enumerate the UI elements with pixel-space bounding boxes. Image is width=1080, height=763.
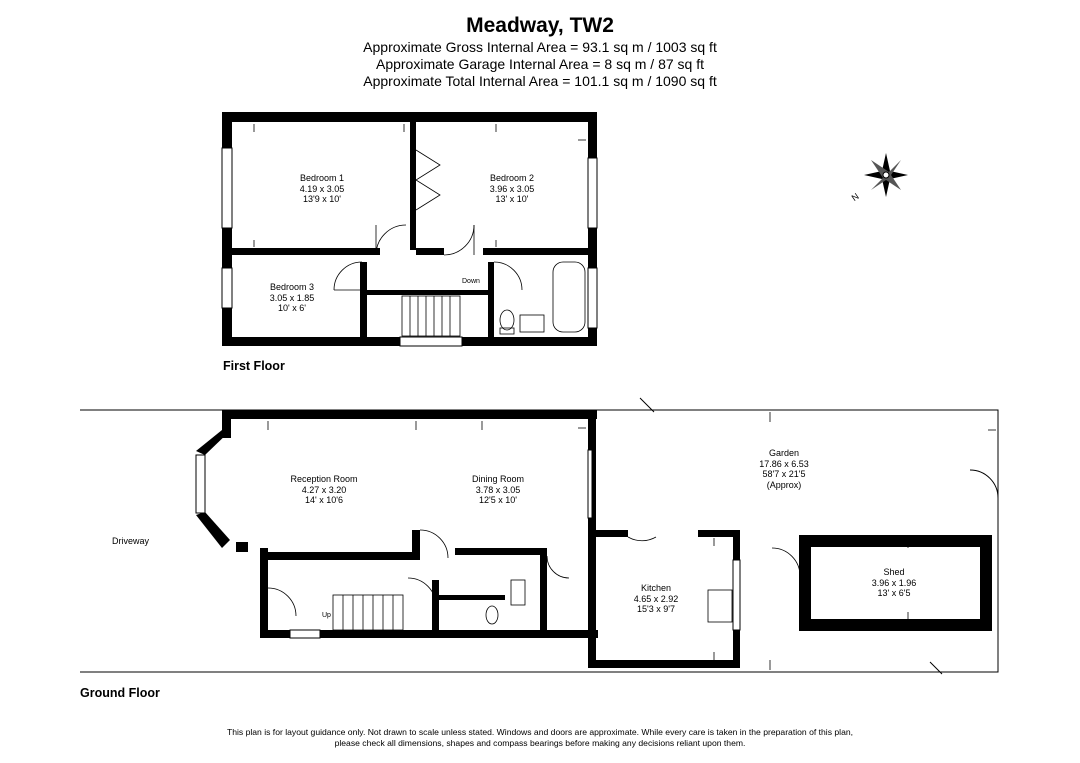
room-metric: 3.05 x 1.85 [269, 292, 315, 303]
room-label-garden: Garden 17.86 x 6.53 58'7 x 21'5 (Approx) [724, 448, 844, 490]
dimension-markers [253, 124, 996, 670]
room-label-shed: Shed 3.96 x 1.96 13' x 6'5 [834, 567, 954, 599]
ground-floor-walls [196, 410, 992, 668]
first-floor-stairs [333, 149, 586, 337]
room-imperial: 13'9 x 10' [303, 194, 341, 204]
room-label-bedroom-1: Bedroom 1 4.19 x 3.05 13'9 x 10' [262, 173, 382, 205]
room-metric: 3.96 x 3.05 [489, 183, 535, 194]
plan-title: Meadway, TW2 [466, 14, 614, 37]
room-metric: 3.96 x 1.96 [871, 577, 917, 588]
room-imperial: 14' x 10'6 [305, 495, 343, 505]
first-floor-windows [221, 147, 598, 347]
room-metric: 17.86 x 6.53 [759, 458, 809, 469]
gross-area-line: Approximate Gross Internal Area = 93.1 s… [363, 39, 717, 55]
ground-floor-windows [195, 449, 741, 639]
room-label-reception: Reception Room 4.27 x 3.20 14' x 10'6 [264, 474, 384, 506]
room-metric: 4.65 x 2.92 [633, 593, 679, 604]
room-imperial: 13' x 6'5 [877, 588, 911, 598]
garage-area-line: Approximate Garage Internal Area = 8 sq … [375, 56, 704, 72]
room-label-kitchen: Kitchen 4.65 x 2.92 15'3 x 9'7 [596, 583, 716, 615]
driveway-label: Driveway [112, 536, 150, 546]
room-name: Kitchen [640, 583, 672, 593]
total-area-line: Approximate Total Internal Area = 101.1 … [363, 73, 717, 89]
room-name: Dining Room [471, 474, 525, 484]
disclaimer-line-1: This plan is for layout guidance only. N… [226, 727, 854, 737]
first-floor-label: First Floor [223, 359, 285, 373]
room-name: Shed [883, 567, 905, 577]
room-label-bedroom-2: Bedroom 2 3.96 x 3.05 13' x 10' [452, 173, 572, 205]
room-name: Bedroom 3 [269, 282, 315, 292]
compass-north-icon [864, 153, 908, 197]
room-name: Bedroom 1 [299, 173, 345, 183]
room-metric: 4.27 x 3.20 [301, 484, 347, 495]
room-imperial: 10' x 6' [278, 303, 306, 313]
room-label-bedroom-3: Bedroom 3 3.05 x 1.85 10' x 6' [232, 282, 352, 314]
room-imperial: 15'3 x 9'7 [637, 604, 675, 614]
room-imperial: 13' x 10' [495, 194, 529, 204]
ground-floor-fixtures [267, 529, 801, 631]
stairs-down-label: Down [462, 278, 480, 285]
disclaimer: This plan is for layout guidance only. N… [0, 727, 1080, 749]
room-name: Bedroom 2 [489, 173, 535, 183]
room-metric: 3.78 x 3.05 [475, 484, 521, 495]
room-metric: 4.19 x 3.05 [299, 183, 345, 194]
room-imperial: 12'5 x 10' [479, 495, 517, 505]
shed-interior [811, 547, 980, 619]
room-label-dining: Dining Room 3.78 x 3.05 12'5 x 10' [438, 474, 558, 506]
room-name: Reception Room [290, 474, 358, 484]
disclaimer-line-2: please check all dimensions, shapes and … [334, 738, 746, 748]
ground-floor-label: Ground Floor [80, 686, 160, 700]
room-note: (Approx) [766, 479, 802, 490]
room-name: Garden [768, 448, 800, 458]
room-imperial: 58'7 x 21'5 [762, 469, 806, 479]
stairs-up-label: Up [322, 612, 331, 619]
